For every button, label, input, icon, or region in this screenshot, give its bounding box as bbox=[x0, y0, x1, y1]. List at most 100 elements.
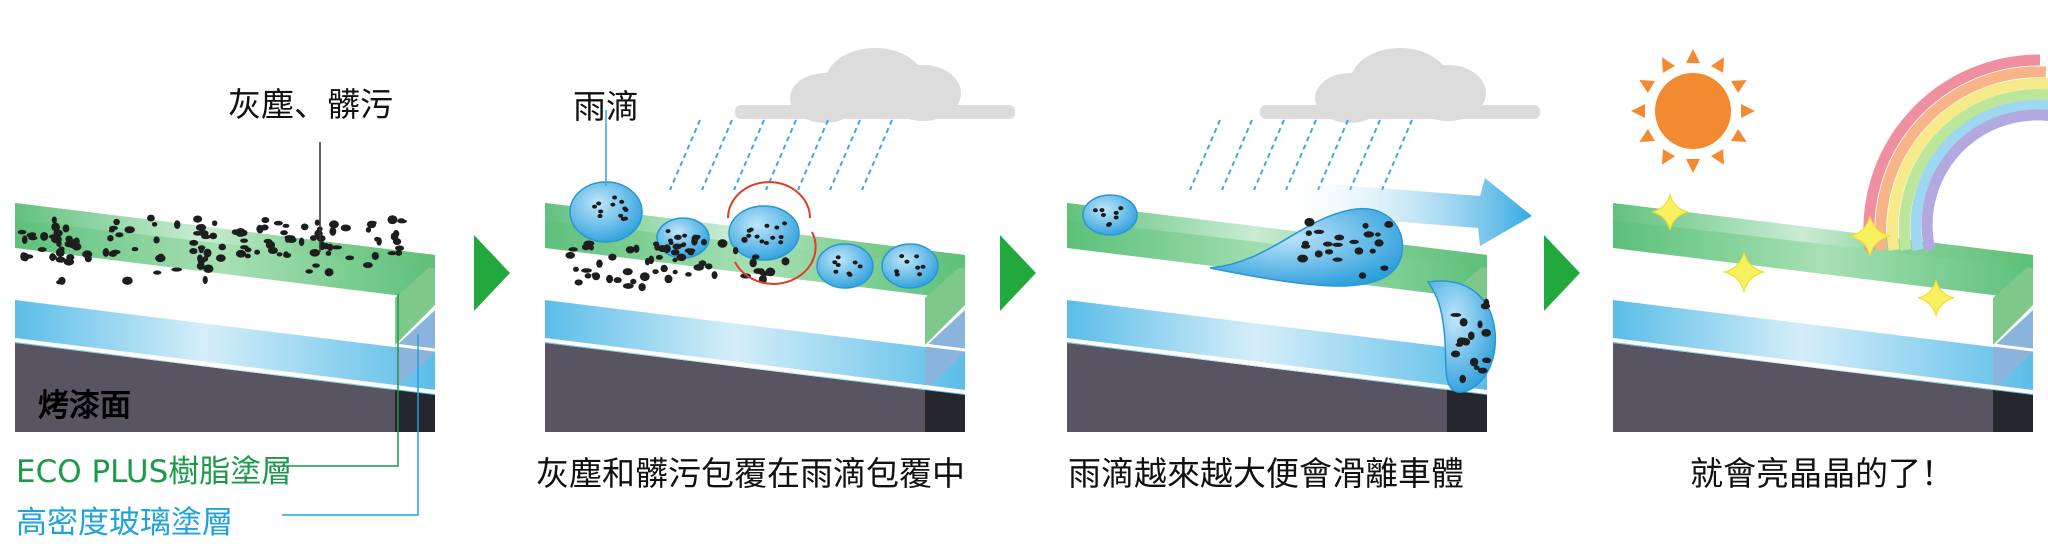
dirt-particle bbox=[17, 229, 27, 235]
dirt-particle bbox=[49, 254, 57, 260]
rain-icon bbox=[1189, 119, 1413, 191]
dirt-particle bbox=[53, 225, 60, 231]
dirt-particle bbox=[298, 237, 305, 247]
dirt-particle bbox=[40, 232, 49, 241]
dirt-particle bbox=[1459, 318, 1468, 327]
dirt-particle bbox=[1450, 312, 1462, 318]
dirt-particle bbox=[280, 230, 288, 236]
dirt-particle bbox=[329, 227, 337, 236]
dirt-particle bbox=[644, 257, 650, 266]
dirt-particle bbox=[1469, 357, 1479, 367]
dirt-particle bbox=[53, 229, 63, 237]
dirt-particle bbox=[202, 256, 209, 262]
rainbow-icon bbox=[1863, 54, 2048, 252]
dirt-particle bbox=[124, 226, 135, 234]
dirt-particle bbox=[606, 274, 614, 284]
separator bbox=[14, 338, 436, 394]
dirt-particle bbox=[331, 245, 343, 250]
rotate-arrow-icon bbox=[734, 231, 817, 285]
sliding-drop-icon bbox=[1209, 207, 1404, 287]
glass-leader bbox=[282, 334, 419, 516]
dirt-particle bbox=[613, 277, 622, 284]
dirt-particle bbox=[283, 252, 292, 258]
dirt-particle bbox=[1374, 232, 1381, 237]
dirt-particle bbox=[684, 248, 696, 254]
dirt-particle bbox=[1322, 241, 1333, 247]
dirt-particle bbox=[1462, 338, 1471, 346]
resin-side bbox=[925, 262, 965, 345]
dirt-particle bbox=[55, 256, 66, 263]
dirt-particle bbox=[652, 241, 660, 247]
dirt-particle bbox=[397, 219, 407, 224]
dirt-particle bbox=[633, 244, 640, 253]
dirt-particle bbox=[608, 253, 617, 261]
dirt-particle bbox=[102, 248, 110, 257]
dirt-particle bbox=[365, 227, 372, 233]
dirt-particle bbox=[171, 267, 183, 272]
dirt-particle bbox=[670, 249, 680, 256]
paint-surface-label: 烤漆面 bbox=[38, 388, 131, 424]
dirt-particle bbox=[1301, 244, 1311, 249]
sparkle-icon bbox=[1723, 251, 1765, 293]
glass-layer bbox=[1067, 300, 1487, 395]
raindrop-icon bbox=[569, 181, 643, 243]
dirt-particle bbox=[1297, 254, 1309, 263]
dirt-particle bbox=[691, 237, 698, 246]
dirt-particle bbox=[574, 279, 583, 286]
dirt-particle bbox=[300, 223, 309, 231]
dirt-particle bbox=[625, 246, 635, 254]
dirt-particle bbox=[254, 249, 261, 255]
paint-layer bbox=[1067, 343, 1487, 432]
eco-plus-coating-label: ECO PLUS樹脂塗層 bbox=[16, 454, 293, 490]
dirt-particle bbox=[749, 258, 757, 268]
panel-1 bbox=[14, 203, 436, 432]
sparkle-icon bbox=[1917, 279, 1955, 317]
dirt-particle bbox=[1484, 358, 1491, 364]
separator bbox=[1612, 296, 2034, 352]
sparkle-icon bbox=[1651, 193, 1689, 231]
dirt-particle bbox=[286, 236, 297, 243]
raindrop-icon bbox=[728, 205, 800, 261]
dirt-particle bbox=[109, 225, 118, 231]
raindrop-icon bbox=[1082, 194, 1138, 236]
dirt-particle bbox=[193, 215, 203, 223]
glass-coating-label: 高密度玻璃塗層 bbox=[16, 505, 233, 541]
dirt-particle bbox=[203, 264, 214, 273]
dirt-particle bbox=[273, 220, 283, 226]
sun-icon bbox=[1631, 49, 1755, 173]
falling-drop-icon bbox=[1426, 280, 1496, 393]
dirt-particle bbox=[309, 249, 320, 257]
dirt-particle bbox=[622, 268, 633, 276]
dirt-particle bbox=[211, 220, 218, 227]
dirt-particle bbox=[395, 249, 403, 256]
dirt-particle bbox=[1349, 239, 1360, 245]
rotate-arrow-icon bbox=[727, 181, 811, 219]
dirt-particle bbox=[58, 276, 66, 285]
dirt-particle bbox=[244, 247, 252, 253]
dirt-particle bbox=[115, 232, 124, 238]
dirt-particle bbox=[758, 268, 765, 275]
dirt-particle bbox=[62, 224, 70, 233]
dirt-particle bbox=[1459, 374, 1466, 384]
dirt-particle bbox=[345, 255, 355, 261]
dirt-particle bbox=[1332, 242, 1344, 247]
dirt-particle bbox=[189, 239, 199, 246]
dirt-particle bbox=[1362, 222, 1369, 229]
dirt-particle bbox=[310, 235, 317, 241]
dirt-particle bbox=[84, 255, 92, 263]
panel-4 bbox=[1612, 203, 2034, 432]
dirt-particle bbox=[588, 244, 595, 251]
dirt-particle bbox=[393, 230, 400, 238]
dirt-particle bbox=[672, 269, 678, 275]
dirt-particle bbox=[1480, 302, 1490, 310]
dirt-particle bbox=[781, 257, 790, 266]
dirt-particle bbox=[591, 272, 599, 277]
separator bbox=[544, 338, 966, 394]
dirt-particle bbox=[1481, 328, 1492, 337]
rain-icon bbox=[669, 119, 893, 191]
dirt-particle bbox=[1477, 320, 1483, 329]
dirt-particle bbox=[685, 272, 692, 277]
dirt-particle bbox=[376, 237, 382, 246]
dirt-particle bbox=[1304, 217, 1315, 227]
dirt-particle bbox=[238, 229, 248, 237]
